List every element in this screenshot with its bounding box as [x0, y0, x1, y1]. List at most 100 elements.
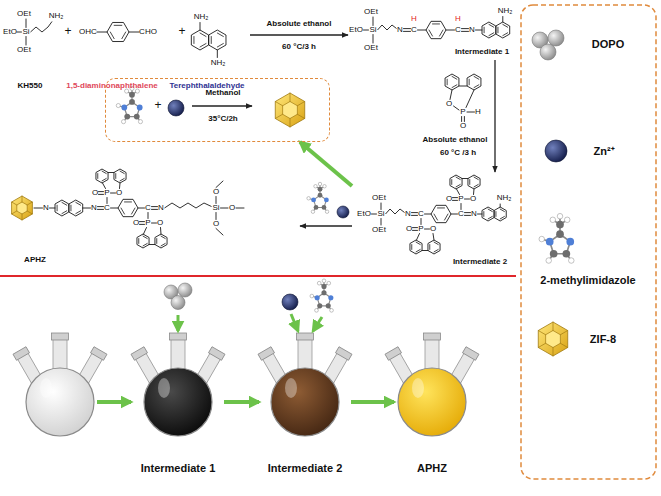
bond-line [461, 117, 462, 122]
bond-line [433, 234, 434, 241]
node-caption: Intermediate 2 [453, 257, 507, 266]
condition-label: 60 °C/3 h [282, 42, 316, 51]
node-caption: Intermediate 1 [455, 47, 509, 56]
hydrogen-atom [550, 217, 556, 223]
atom-label: C [455, 25, 461, 34]
carbon-atom [134, 114, 140, 120]
bond-line [500, 216, 504, 218]
bond-line [560, 343, 567, 347]
bond-line [111, 208, 119, 209]
bond-line [62, 202, 67, 205]
bond-line [474, 76, 479, 79]
nitrogen-atom [315, 295, 320, 300]
process-arrow [351, 400, 394, 404]
benzene-ring [445, 74, 459, 90]
hydrogen-atom [138, 120, 142, 124]
bond-line [416, 249, 420, 251]
bond-line [372, 214, 377, 215]
hydrogen-atom [121, 120, 125, 124]
bond-line [102, 178, 106, 180]
process-arrow [300, 142, 352, 186]
carbon-atom [124, 114, 130, 120]
addition-arrow [177, 315, 180, 331]
atom-label: NH₂ [49, 11, 64, 20]
zif8-facet [17, 202, 27, 214]
bond-line [484, 27, 485, 33]
bond-line [160, 228, 162, 235]
dopo-sphere [171, 296, 185, 310]
atom-label: P [104, 188, 109, 197]
flask-joint [170, 333, 187, 340]
bond-line [440, 30, 444, 36]
flask-body [398, 368, 466, 436]
bond-line [433, 23, 440, 24]
bond-line [462, 178, 468, 179]
zif8-facet [283, 102, 298, 119]
bond-line [489, 24, 494, 27]
hydrogen-atom [310, 294, 314, 298]
hydrogen-atom [327, 281, 331, 285]
atom-label: NH₂ [194, 12, 209, 21]
bond-line [502, 17, 503, 23]
bond-line [121, 208, 125, 214]
bond-line [149, 244, 155, 245]
atom-label: EtO [3, 27, 17, 36]
bond-line [152, 209, 158, 210]
dopo-sphere [548, 30, 564, 46]
atom-label: O [92, 188, 98, 197]
atom-label: O [430, 224, 436, 233]
hydrogen-atom [569, 258, 575, 264]
bond-line [474, 85, 479, 88]
reaction-arrow [250, 34, 348, 35]
atom-label: O [133, 218, 139, 227]
atom-label: C [458, 209, 464, 218]
carbon-atom [129, 92, 135, 98]
alkyl-chain [31, 22, 53, 33]
plus-sign: + [178, 25, 185, 39]
bond-line [152, 206, 158, 207]
three-neck-flask [385, 333, 479, 436]
atom-label: P [418, 224, 423, 233]
benzene-ring [191, 30, 208, 50]
bond-line [275, 102, 282, 106]
node-caption: KH550 [18, 81, 43, 90]
nitrogen-atom [566, 238, 574, 246]
bond-line [200, 44, 206, 48]
bond-line [98, 206, 104, 207]
bond-line [560, 331, 567, 335]
hydrogen-atom [116, 103, 120, 107]
atom-label: O [470, 194, 476, 203]
zif8-facet [546, 331, 561, 348]
atom-label: O [229, 203, 235, 212]
bond-line [216, 181, 223, 188]
bond-line [111, 193, 116, 194]
flask-joint [209, 347, 225, 361]
atom-label: EtO [349, 25, 363, 34]
atom-label: O [213, 187, 219, 196]
bond-line [114, 25, 122, 26]
alkyl-chain [386, 209, 405, 214]
alkyl-chain [165, 203, 212, 208]
atom-label: P [145, 218, 150, 227]
bond-line [452, 85, 457, 88]
addition-arrow [291, 314, 298, 331]
bond-line [488, 216, 492, 218]
bond-line [364, 30, 369, 31]
atom-label: O [406, 224, 412, 233]
flask-joint [297, 333, 314, 340]
zif8-crystal [538, 322, 567, 356]
bond-line [22, 214, 23, 220]
zinc-ion [168, 100, 184, 116]
bond-line [469, 180, 470, 185]
bond-line [103, 183, 106, 189]
carbon-atom [314, 205, 319, 210]
bond-line [12, 202, 17, 205]
bond-line [467, 112, 475, 113]
hydrogen-atom [539, 236, 545, 242]
bond-line [404, 31, 411, 32]
bond-line [488, 209, 492, 211]
alkyl-chain [378, 25, 397, 30]
condition-label: 60 °C /3 h [440, 148, 476, 157]
bond-line [411, 245, 412, 250]
